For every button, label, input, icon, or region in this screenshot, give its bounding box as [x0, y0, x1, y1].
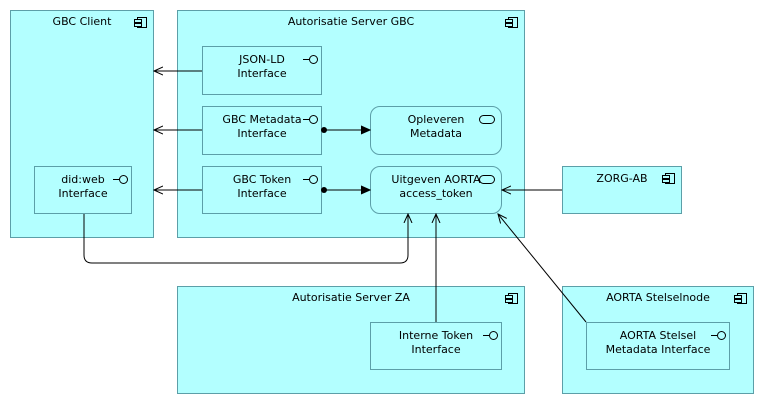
- opleveren-label-1: Opleveren: [407, 113, 465, 126]
- component-icon: [505, 293, 518, 304]
- interne-token-label-2: Interface: [411, 343, 461, 356]
- json-ld-interface[interactable]: JSON-LD Interface: [202, 46, 322, 95]
- aorta-stelselnode-title: AORTA Stelselnode: [606, 291, 710, 304]
- json-ld-label-2: Interface: [237, 67, 287, 80]
- opleveren-metadata-service[interactable]: Opleveren Metadata: [370, 106, 502, 155]
- interface-icon: [113, 175, 129, 185]
- opleveren-label-2: Metadata: [409, 127, 463, 140]
- auth-server-za-title: Autorisatie Server ZA: [292, 291, 410, 304]
- gbc-token-label-2: Interface: [237, 187, 287, 200]
- gbc-token-label-1: GBC Token: [232, 173, 292, 186]
- interface-icon: [303, 175, 319, 185]
- json-ld-label-1: JSON-LD: [239, 53, 285, 66]
- aorta-stelsel-metadata-interface[interactable]: AORTA Stelsel Metadata Interface: [586, 322, 730, 370]
- zorg-ab-title: ZORG-AB: [596, 172, 648, 185]
- uitgeven-aorta-service[interactable]: Uitgeven AORTA access_token: [370, 166, 502, 214]
- component-icon: [505, 17, 518, 28]
- gbc-token-interface[interactable]: GBC Token Interface: [202, 166, 322, 214]
- service-icon: [479, 115, 495, 124]
- interface-icon: [483, 331, 499, 341]
- edge-didweb-to-uitgeven: [83, 214, 408, 264]
- gbc-metadata-label-2: Interface: [237, 127, 287, 140]
- interface-icon: [711, 331, 727, 341]
- aorta-metadata-label-2: Metadata Interface: [605, 343, 711, 356]
- interne-token-interface[interactable]: Interne Token Interface: [370, 322, 502, 370]
- gbc-metadata-interface[interactable]: GBC Metadata Interface: [202, 106, 322, 155]
- uitgeven-label-2: access_token: [399, 187, 473, 200]
- interface-icon: [303, 115, 319, 125]
- did-web-label-2: Interface: [58, 187, 108, 200]
- aorta-metadata-label-1: AORTA Stelsel: [619, 329, 697, 342]
- gbc-metadata-label-1: GBC Metadata: [222, 113, 302, 126]
- zorg-ab-component[interactable]: ZORG-AB: [562, 166, 682, 214]
- edge-aorta-to-uitgeven: [498, 214, 587, 323]
- auth-server-gbc-title: Autorisatie Server GBC: [287, 15, 415, 28]
- gbc-client-title: GBC Client: [52, 15, 112, 28]
- service-icon: [479, 175, 495, 184]
- uitgeven-label-1: Uitgeven AORTA: [391, 173, 481, 186]
- component-icon: [734, 293, 747, 304]
- component-icon: [662, 173, 675, 184]
- interne-token-label-1: Interne Token: [398, 329, 474, 342]
- interface-icon: [303, 55, 319, 65]
- component-icon: [134, 17, 147, 28]
- did-web-label-1: did:web: [61, 173, 105, 186]
- did-web-interface[interactable]: did:web Interface: [34, 166, 132, 214]
